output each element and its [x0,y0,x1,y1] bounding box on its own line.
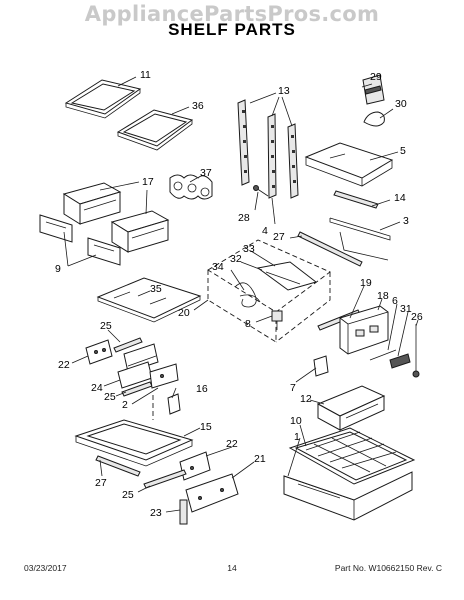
callout-14: 14 [394,192,406,204]
part-24-housing [117,343,159,389]
watermark: AppliancePartsPros.com [84,2,380,26]
callout-32: 32 [230,253,242,265]
callout-16: 16 [196,383,208,395]
part-17-drawer-b [110,210,170,253]
callout-2: 2 [122,399,128,411]
part-26-screw [412,324,420,378]
part-36-shelf [116,109,194,151]
leader-lines [63,76,419,513]
callout-13: 13 [278,85,290,97]
page-title: SHELF PARTS [168,20,296,39]
part-22-hinge-a [85,339,113,365]
part-34-spring [234,282,261,308]
part-2-hinge [149,363,179,389]
part-29-filter [362,74,385,105]
callout-34: 34 [212,261,224,273]
callout-1: 1 [294,431,300,443]
part-1-drawer-front [283,471,413,521]
callout-7: 7 [290,382,296,394]
callout-22-b: 22 [226,438,238,450]
callout-37: 37 [200,167,212,179]
callout-8: 8 [245,318,251,330]
callout-12: 12 [300,393,312,405]
part-9-drawer-front-b [87,237,121,266]
callouts: 11 36 13 29 30 5 37 17 28 14 4 3 27 9 33… [55,69,423,519]
part-27-rail-right [297,231,363,267]
part-11-shelf [64,79,142,119]
footer-part-info: Part No. W10662150 Rev. C [334,563,442,573]
callout-17: 17 [142,176,154,188]
part-23-pin [179,499,188,525]
callout-33: 33 [243,243,255,255]
part-18-housing [339,305,389,355]
part-35-glass-shelf [96,277,202,323]
part-12-bin [316,385,386,431]
part-27-rail-left [95,455,141,477]
callout-20: 31 [400,303,412,315]
callout-27-top: 27 [273,231,285,243]
part-5-cover [304,142,394,187]
part-13-rails [237,99,299,199]
part-16-clip [167,393,181,415]
part-20-switch [389,353,411,369]
callout-9: 9 [55,263,61,275]
callout-25-b: 25 [104,391,116,403]
part-21-plate [185,473,239,513]
callout-29: 29 [370,71,382,83]
footer-date: 03/23/2017 [24,563,67,573]
footer-page-number: 14 [227,563,237,573]
part-37-wine-rack [169,174,213,200]
part-28-screw [253,185,269,197]
callout-10: 10 [290,415,302,427]
callout-22-a: 22 [58,359,70,371]
callout-28: 28 [238,212,250,224]
part-10-drawer [288,427,416,485]
callout-21: 21 [254,453,266,465]
callout-25-c: 25 [122,489,134,501]
part-3-frame [329,217,391,261]
callout-3: 3 [403,215,409,227]
callout-5: 5 [400,145,406,157]
callout-15: 15 [200,421,212,433]
callout-30: 30 [395,98,407,110]
callout-11: 11 [140,69,151,81]
callout-36: 36 [192,100,204,112]
part-33-bracket [256,261,318,291]
part-7-divider [313,355,329,377]
part-15-shelf-frame [74,419,194,467]
callout-25-a: 25 [100,320,112,332]
callout-35: 35 [150,283,162,295]
callout-24: 24 [91,382,103,394]
callout-18: 18 [377,290,389,302]
part-25-bracket-c [143,469,187,489]
part-6-rod [369,349,397,361]
assembly-box-31 [207,239,331,343]
part-9-drawer-front-a [39,214,73,243]
part-17-drawer-a [62,182,122,225]
callout-4: 4 [262,225,268,237]
part-30-cap [363,111,385,127]
part-14-rail [333,190,379,209]
callout-27-bottom: 27 [95,477,107,489]
callout-19: 19 [360,277,372,289]
part-8-pin [271,310,283,330]
part-25-bracket-a [113,337,143,353]
part-22-hinge-b [179,451,211,481]
callout-23: 23 [150,507,162,519]
callout-26: 26 [411,311,423,323]
callout-6: 6 [392,295,398,307]
callout-31: 20 [178,307,190,319]
